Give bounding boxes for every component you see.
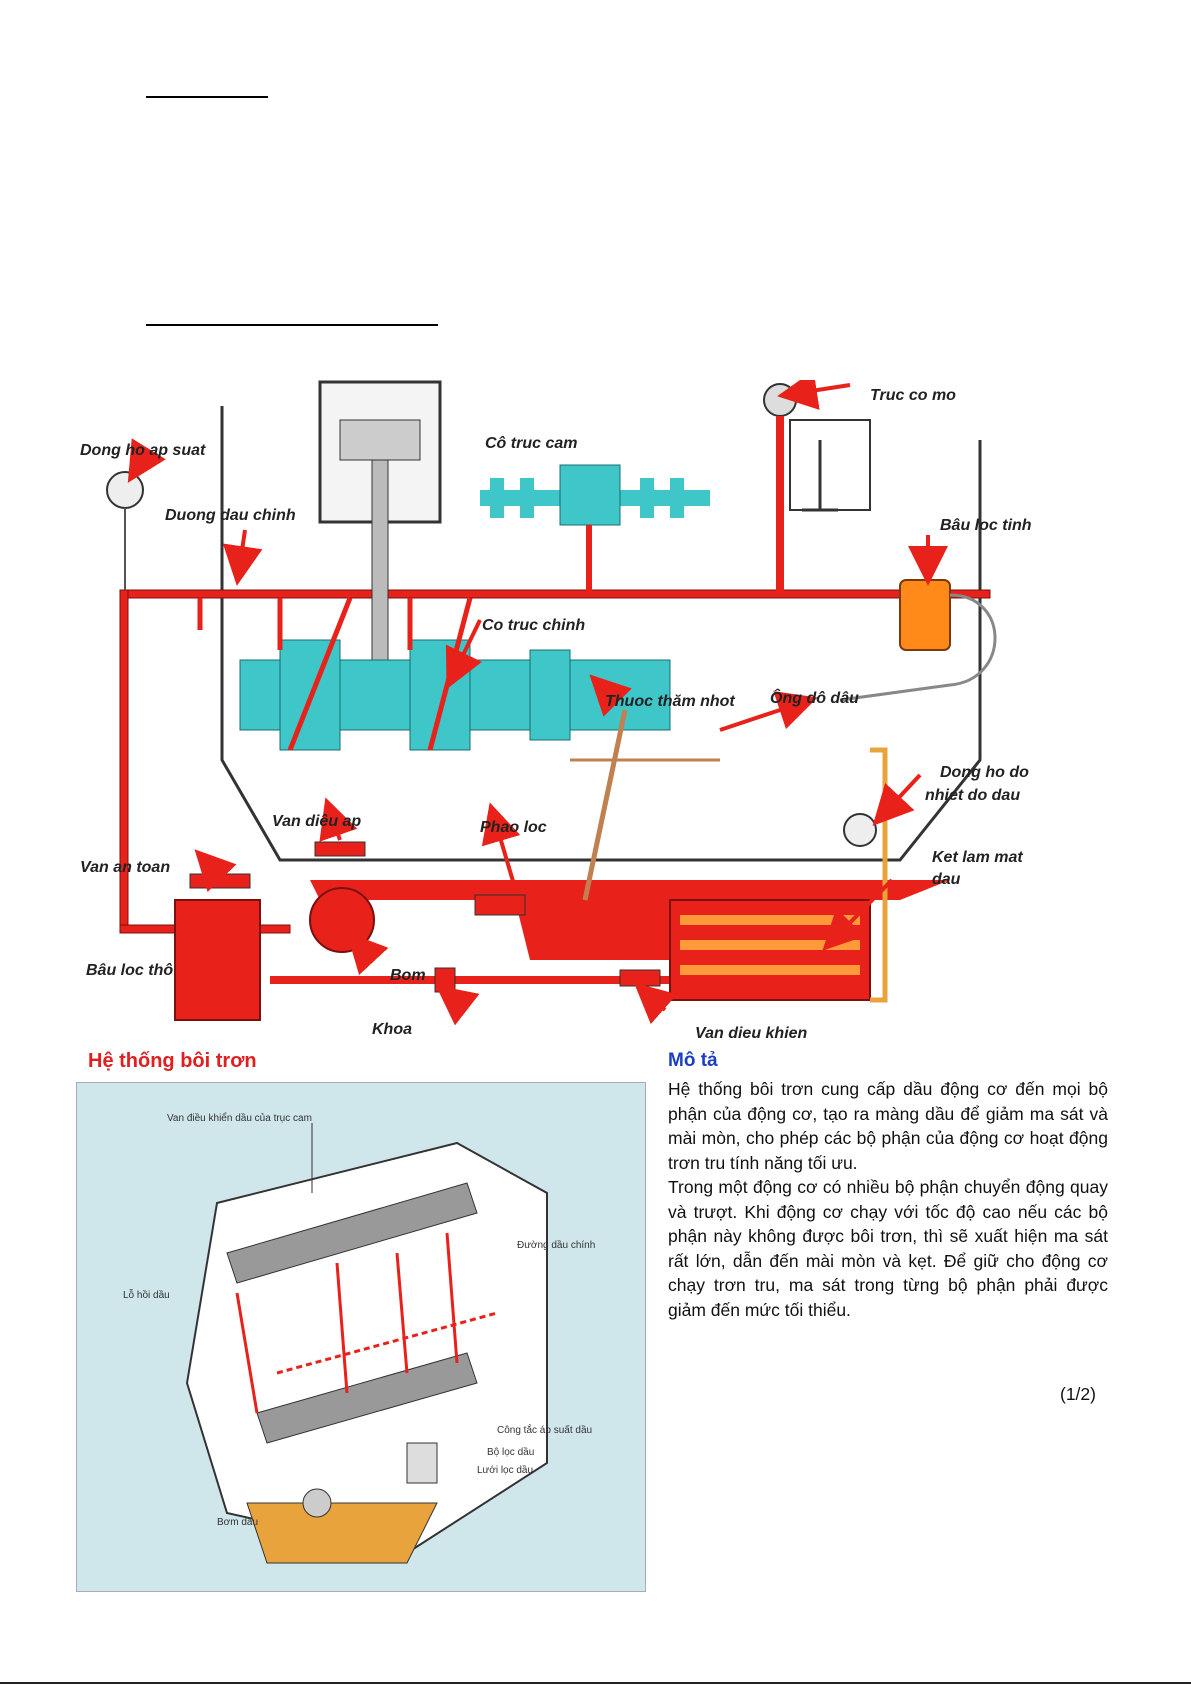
oil-filter-icon — [406, 1442, 438, 1484]
label-van-an-toan: Van an toan — [80, 859, 170, 876]
label-van-dieu-ap: Van diêu ap — [272, 813, 361, 830]
oil-pan-icon — [246, 1502, 438, 1564]
label-main-gallery: Đường dầu chính — [517, 1239, 595, 1251]
crankshaft-icon — [256, 1352, 478, 1444]
description-paragraph-2: Trong một động cơ có nhiều bộ phận chuyể… — [668, 1177, 1108, 1320]
label-bau-loc-tho: Bâu loc thô — [86, 962, 173, 979]
pressure-valve-icon — [314, 841, 366, 857]
heading-underline-long — [146, 324, 438, 326]
control-valve-icon — [619, 969, 661, 987]
pressure-gauge-icon — [106, 471, 144, 509]
label-phao-loc: Phao loc — [480, 819, 547, 836]
heading-underline-short — [146, 96, 268, 98]
label-oil-hole: Lỗ hồi dầu — [123, 1288, 170, 1301]
label-strainer: Lưới lọc dầu — [477, 1464, 533, 1476]
shutoff-valve-icon — [434, 967, 456, 993]
fine-filter-icon — [899, 579, 951, 651]
description-title: Mô tả — [668, 1050, 718, 1071]
coarse-filter-icon — [174, 899, 261, 1021]
label-khoa: Khoa — [372, 1021, 412, 1038]
label-thuoc-tham-nhot: Thuoc thăm nhot — [605, 693, 735, 710]
slide-page-number: (1/2) — [1060, 1384, 1096, 1404]
page-bottom-rule — [0, 1682, 1191, 1684]
label-van-dieu-khien: Van dieu khien — [695, 1025, 808, 1040]
lubrication-schematic: Truc co mo Dong ho ap suat Cô truc cam D… — [80, 380, 1050, 1040]
label-dong-ho-do-1: Dong ho do — [940, 764, 1029, 781]
dipstick-icon — [582, 709, 628, 901]
label-oil-filter: Bộ lọc dầu — [487, 1446, 534, 1458]
temp-gauge-icon — [843, 813, 877, 847]
crankcase-outline — [220, 406, 982, 862]
label-duong-dau-chinh: Duong dau chinh — [165, 507, 296, 524]
rocker-shaft-icon — [763, 383, 797, 417]
label-dong-ho-do-2: nhiet do dau — [925, 787, 1020, 804]
engine-title: Hệ thống bôi trơn — [88, 1050, 257, 1072]
label-bom: Bom — [390, 967, 426, 984]
label-pressure-switch: Công tắc áp suất dầu — [497, 1423, 592, 1436]
label-truc-co-mo: Truc co mo — [870, 387, 956, 404]
oil-pump-icon — [309, 887, 375, 953]
camshaft-icon — [226, 1182, 478, 1284]
main-oil-gallery — [119, 589, 991, 599]
safety-valve-icon — [189, 873, 251, 889]
label-dong-ho-ap-suat: Dong ho ap suat — [80, 442, 206, 459]
sump-well — [510, 880, 720, 960]
label-ong-do-dau: Ông dô dâu — [770, 688, 859, 707]
label-co-truc-chinh: Co truc chinh — [482, 617, 585, 634]
label-camshaft-valve: Van điều khiển dầu của trục cam — [167, 1112, 312, 1124]
float-filter-icon — [474, 894, 526, 916]
label-ket-lam-mat-2: dau — [932, 871, 961, 888]
label-co-truc-cam: Cô truc cam — [485, 435, 577, 452]
label-bau-loc-tinh: Bâu loc tinh — [940, 517, 1032, 534]
label-oil-pump: Bơm dầu — [217, 1516, 258, 1528]
oil-strainer-icon — [302, 1488, 332, 1518]
engine-illustration: Van điều khiển dầu của trục cam Đường dầ… — [76, 1082, 646, 1592]
label-ket-lam-mat-1: Ket lam mat — [932, 849, 1023, 866]
description-body: Hệ thống bôi trơn cung cấp dầu động cơ đ… — [668, 1077, 1108, 1322]
description-paragraph-1: Hệ thống bôi trơn cung cấp dầu động cơ đ… — [668, 1079, 1108, 1173]
